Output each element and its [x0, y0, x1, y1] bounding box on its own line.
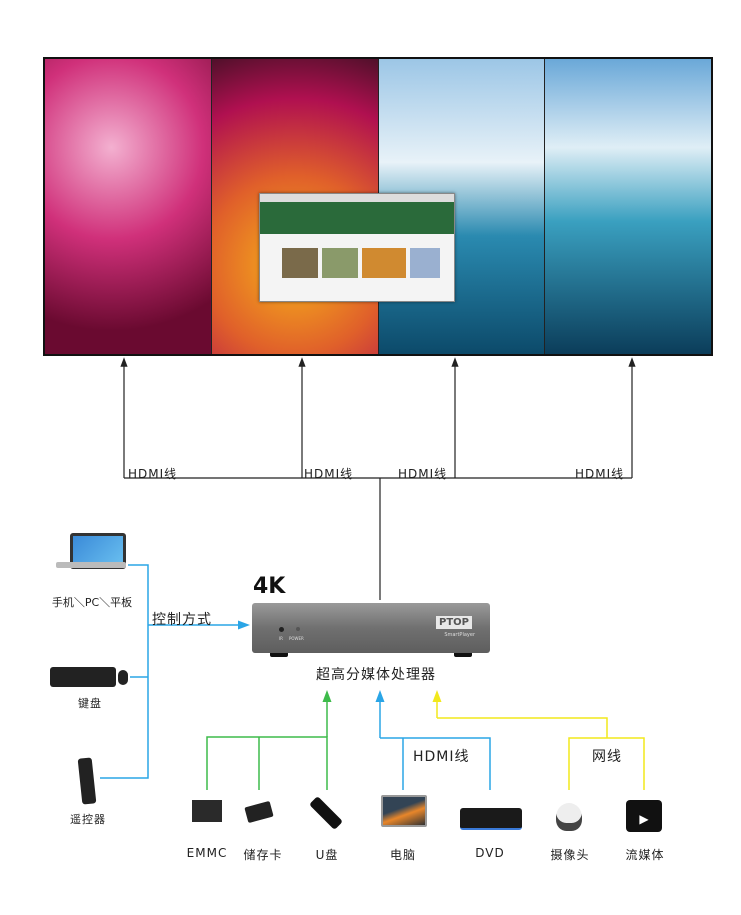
keyboard-icon: [50, 667, 116, 687]
media-processor-device: IR POWER PTOP SmartPlayer: [252, 603, 490, 657]
hdmi-label-4: HDMI线: [575, 467, 625, 481]
hdmi-label-2: HDMI线: [304, 467, 354, 481]
input-usb-drive: U盘: [315, 848, 339, 862]
browser-window-overlay: [259, 193, 455, 302]
input-emmc: EMMC: [186, 846, 228, 860]
emmc-chip-icon: [192, 800, 222, 822]
wall-panel-1: [45, 59, 212, 354]
control-source-mobile-pc-tablet: 手机＼PC＼平板: [51, 596, 133, 609]
network-input-label: 网线: [592, 749, 622, 765]
input-memory-card: 储存卡: [243, 848, 283, 862]
ir-sensor-icon: [279, 627, 284, 632]
laptop-base-icon: [56, 562, 126, 568]
device-name: 超高分媒体处理器: [316, 667, 436, 683]
input-streaming-media: 流媒体: [625, 848, 665, 862]
hdmi-input-label: HDMI线: [413, 749, 470, 765]
power-led-icon: [296, 627, 300, 631]
computer-icon: [381, 795, 427, 827]
resolution-label: 4K: [253, 574, 286, 599]
camera-icon: [556, 803, 582, 831]
hdmi-label-1: HDMI线: [128, 467, 178, 481]
sub-brand-label: SmartPlayer: [444, 632, 475, 638]
control-source-keyboard: 键盘: [78, 697, 102, 710]
input-camera: 摄像头: [550, 848, 590, 862]
streaming-media-icon: ▶: [626, 800, 662, 832]
ir-label: IR: [279, 636, 283, 641]
input-dvd: DVD: [475, 846, 505, 860]
hdmi-label-3: HDMI线: [398, 467, 448, 481]
brand-logo: PTOP: [436, 616, 472, 629]
input-computer: 电脑: [389, 848, 417, 862]
mouse-icon: [118, 670, 128, 685]
wall-panel-4: [545, 59, 711, 354]
dvd-player-icon: [460, 808, 522, 830]
control-source-remote: 遥控器: [70, 813, 106, 826]
power-label: POWER: [289, 636, 304, 641]
control-method-label: 控制方式: [152, 612, 212, 628]
